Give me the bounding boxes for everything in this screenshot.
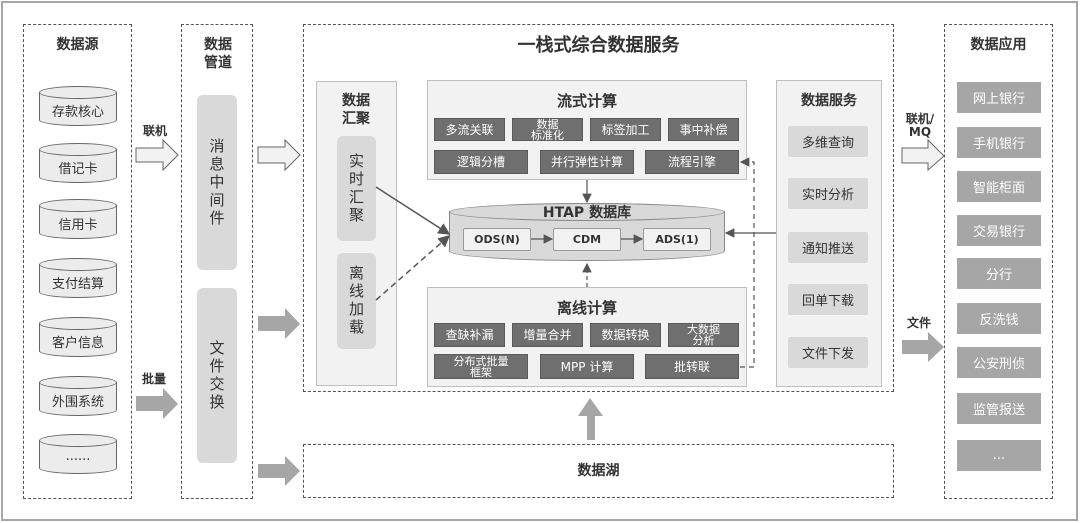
message-middleware-box: 消息中间件: [197, 95, 237, 270]
batch-arrow-icon: [136, 388, 178, 419]
stream-item: 逻辑分槽: [434, 150, 528, 174]
data-pipeline-title: 数据管道: [204, 37, 232, 71]
lake-up-arrow-icon: [578, 398, 603, 440]
stream-item: 标签加工: [590, 118, 661, 141]
app-item: ...: [957, 440, 1041, 471]
app-item: 手机银行: [957, 127, 1041, 158]
app-item: 智能柜面: [957, 171, 1041, 202]
one-stop-service-title: 一栈式综合数据服务: [517, 35, 680, 56]
offline-loading-box: 离线加载: [337, 253, 376, 349]
offline-item: 数据转换: [590, 323, 661, 347]
file-exchange-to-lake-arrow-icon: [258, 456, 300, 486]
stream-compute-title: 流式计算: [556, 92, 617, 110]
source-db-peripheral-systems: 外围系统: [39, 376, 117, 422]
offline-item: 分布式批量 框架: [434, 354, 528, 379]
file-label: 文件: [906, 316, 931, 330]
online-mq-label: 联机/ MQ: [905, 112, 935, 139]
app-item: 分行: [957, 258, 1041, 289]
file-exchange-to-service-arrow-icon: [258, 308, 300, 339]
source-db-payment-settlement: 支付结算: [39, 258, 117, 304]
stream-item: 事中补偿: [668, 118, 739, 141]
source-db-more: ......: [39, 434, 117, 480]
ods-layer: ODS(N): [463, 228, 531, 251]
stream-item: 流程引擎: [645, 150, 739, 174]
source-db-deposit-core: 存款核心: [39, 86, 117, 132]
app-item: 监管报送: [957, 393, 1041, 424]
cdm-layer: CDM: [553, 228, 621, 251]
stream-item: 多流关联: [434, 118, 505, 141]
realtime-aggregation-label: 实时汇聚: [347, 152, 365, 225]
offline-to-htap-connector: [375, 235, 451, 301]
service-item: 实时分析: [788, 178, 868, 209]
offline-loading-label: 离线加载: [347, 265, 365, 337]
data-sources-title: 数据源: [56, 37, 99, 53]
data-lake-title: 数据湖: [577, 463, 620, 479]
app-item: 公安刑侦: [957, 347, 1041, 378]
offline-item: 批转联: [645, 354, 739, 379]
app-item: 反洗钱: [957, 303, 1041, 334]
app-item: 交易银行: [957, 215, 1041, 246]
htap-database-title: HTAP 数据库: [542, 205, 632, 221]
offline-item: MPP 计算: [540, 354, 634, 379]
source-db-credit-card: 信用卡: [39, 199, 117, 245]
source-db-debit-card: 借记卡: [39, 143, 117, 189]
stream-item: 数据 标准化: [512, 118, 583, 141]
service-item: 多维查询: [788, 126, 868, 157]
stream-item: 并行弹性计算: [540, 150, 634, 174]
online-label: 联机: [142, 124, 167, 138]
message-middleware-label: 消息中间件: [207, 137, 226, 228]
pipeline-to-service-arrow-icon: [257, 138, 301, 172]
file-output-arrow-icon: [902, 332, 944, 362]
batch-to-online-loop-connector: [739, 157, 755, 368]
batch-label: 批量: [141, 372, 166, 386]
realtime-aggregation-box: 实时汇聚: [337, 136, 376, 241]
online-mq-arrow-icon: [901, 138, 945, 172]
data-aggregation-title: 数据汇聚: [342, 93, 370, 127]
offline-compute-title: 离线计算: [556, 299, 617, 317]
offline-item: 大数据 分析: [668, 323, 739, 347]
offline-item: 增量合并: [512, 323, 583, 347]
service-item: 通知推送: [788, 232, 868, 263]
online-arrow-icon: [135, 138, 179, 172]
realtime-to-htap-connector: [375, 186, 451, 235]
ads-layer: ADS(1): [643, 228, 711, 251]
file-exchange-label: 文件交换: [207, 339, 226, 412]
service-item: 回单下载: [788, 284, 868, 315]
data-lake: [303, 444, 894, 498]
file-exchange-box: 文件交换: [197, 288, 237, 463]
service-item: 文件下发: [788, 337, 868, 368]
offline-item: 查缺补漏: [434, 323, 505, 347]
app-item: 网上银行: [957, 82, 1041, 113]
data-services-title: 数据服务: [801, 93, 857, 109]
source-db-customer-info: 客户信息: [39, 317, 117, 363]
data-applications-title: 数据应用: [970, 37, 1027, 53]
